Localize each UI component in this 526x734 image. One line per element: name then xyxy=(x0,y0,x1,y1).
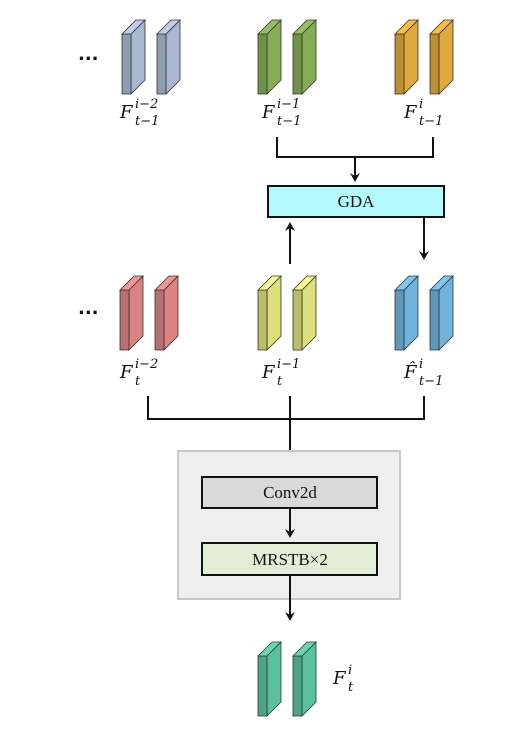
feature-label-sub-top-c: t−1 xyxy=(419,114,443,129)
feature-slab-top-c-2 xyxy=(429,19,454,95)
feature-block-top-c xyxy=(394,19,454,95)
feature-block-top-b xyxy=(257,19,317,95)
feature-slab-mid-b-1 xyxy=(257,275,282,351)
feature-slab-mid-c-2 xyxy=(429,275,454,351)
feature-block-top-a xyxy=(121,19,181,95)
feature-slab-mid-b-2 xyxy=(292,275,317,351)
feature-slab-out-1 xyxy=(257,641,282,717)
feature-label-sub-mid-a: t xyxy=(135,374,141,389)
feature-label-sub-mid-c: t−1 xyxy=(419,374,443,389)
mrstb-module: MRSTB×2 xyxy=(201,542,378,576)
feature-label-sub-out: t xyxy=(348,680,354,695)
gda-module: GDA xyxy=(267,185,445,218)
feature-block-out xyxy=(257,641,317,717)
feature-label-sup-mid-b: i−1 xyxy=(277,357,300,372)
feature-slab-mid-a-1 xyxy=(119,275,144,351)
top-row-ellipsis: ... xyxy=(78,44,99,65)
top-merge-connector xyxy=(276,137,434,182)
feature-label-sup-mid-a: i−2 xyxy=(135,357,158,372)
feature-slab-mid-c-1 xyxy=(394,275,419,351)
feature-slab-top-a-1 xyxy=(121,19,146,95)
feature-label-sub-top-a: t−1 xyxy=(135,114,159,129)
feature-block-mid-b xyxy=(257,275,317,351)
middle-row-ellipsis: ... xyxy=(78,298,99,319)
feature-slab-top-a-2 xyxy=(156,19,181,95)
conv2d-module: Conv2d xyxy=(201,476,378,509)
feature-label-top-b: F xyxy=(261,102,276,123)
feature-slab-top-b-1 xyxy=(257,19,282,95)
conv2d-box xyxy=(201,476,378,509)
conv2d-label: Conv2d xyxy=(263,483,317,502)
feature-label-mid-c: F̂ xyxy=(403,361,418,383)
feature-label-sub-top-b: t−1 xyxy=(277,114,301,129)
feature-label-sup-mid-c: i xyxy=(419,357,423,372)
feature-label-top-c: F xyxy=(403,102,418,123)
feature-block-mid-a xyxy=(119,275,179,351)
feature-label-mid-a: F xyxy=(119,362,134,383)
feature-label-sub-mid-b: t xyxy=(277,374,283,389)
feature-blocks xyxy=(119,19,454,717)
feature-label-sup-top-a: i−2 xyxy=(135,97,158,112)
feature-slab-mid-a-2 xyxy=(154,275,179,351)
feature-label-out: F xyxy=(332,668,347,689)
feature-slab-top-c-1 xyxy=(394,19,419,95)
feature-label-mid-b: F xyxy=(261,362,276,383)
feature-label-sup-top-b: i−1 xyxy=(277,97,300,112)
feature-label-sup-out: i xyxy=(348,663,352,678)
feature-label-top-a: F xyxy=(119,102,134,123)
gda-box xyxy=(267,185,445,218)
feature-slab-top-b-2 xyxy=(292,19,317,95)
gda-label: GDA xyxy=(338,192,376,211)
mrstb-label: MRSTB×2 xyxy=(252,550,328,569)
feature-block-mid-c xyxy=(394,275,454,351)
feature-slab-out-2 xyxy=(292,641,317,717)
feature-label-sup-top-c: i xyxy=(419,97,423,112)
mrstb-box xyxy=(201,542,378,576)
